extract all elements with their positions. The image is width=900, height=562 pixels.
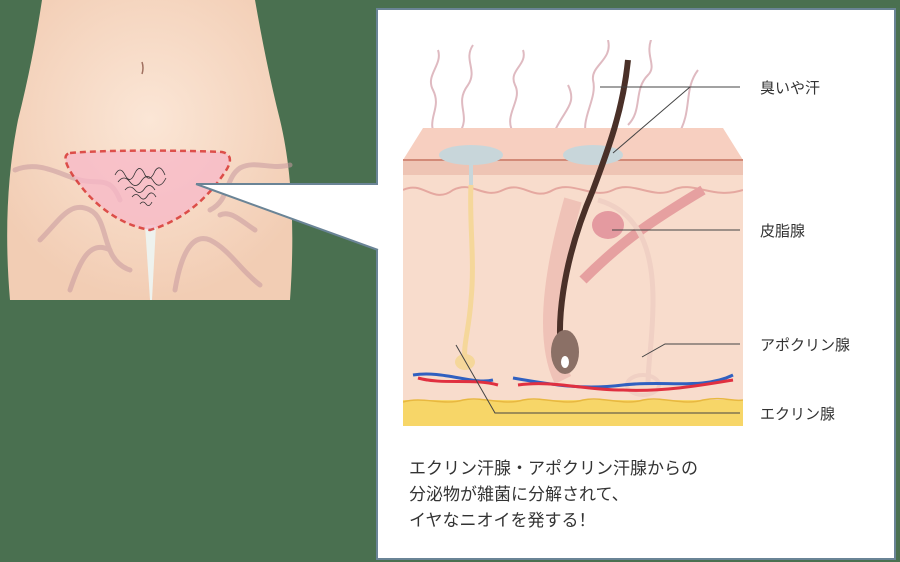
caption-line-1: エクリン汗腺・アポクリン汗腺からの (409, 459, 698, 479)
caption-line-2: 分泌物が雑菌に分解されて、 (409, 485, 629, 505)
caption: エクリン汗腺・アポクリン汗腺からの 分泌物が雑菌に分解されて、 イヤなニオイを発… (409, 456, 698, 534)
label-eccrine-gland: エクリン腺 (760, 405, 836, 423)
label-apocrine-gland: アポクリン腺 (760, 336, 851, 354)
torso-illustration (7, 0, 293, 300)
skin-cross-section (403, 40, 743, 426)
highlight-area (64, 149, 232, 232)
label-odor-sweat: 臭いや汗 (760, 79, 821, 97)
caption-line-3: イヤなニオイを発する！ (409, 511, 596, 531)
label-sebaceous-gland: 皮脂腺 (760, 222, 806, 240)
